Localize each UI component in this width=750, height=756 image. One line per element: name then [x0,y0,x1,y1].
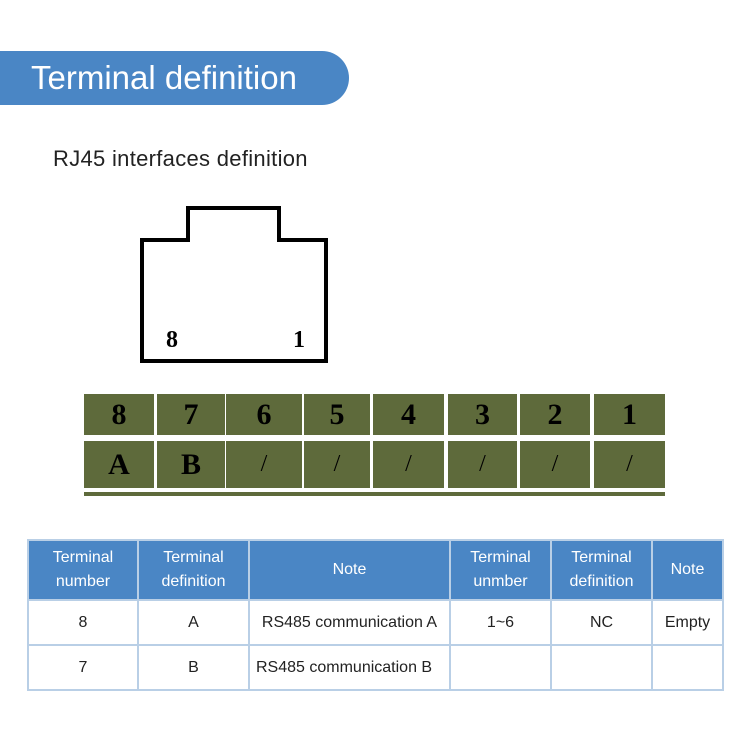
pin-strip-bottom-border [84,492,665,496]
pin-signal-cell: / [373,441,444,488]
section-title: Terminal definition [0,51,349,105]
pin-number-cell: 3 [448,394,517,435]
table-row: 7 B RS485 communication B [27,644,724,691]
table-row: 8 A RS485 communication A 1~6 NC Empty [27,599,724,646]
table-cell [449,644,552,691]
rj45-connector-diagram: 8 1 [140,206,328,363]
table-cell: A [137,599,250,646]
pin-signal-cell: / [226,441,302,488]
connector-pin-1-label: 1 [293,327,305,353]
pin-number-cell: 2 [520,394,590,435]
table-cell: 8 [27,599,139,646]
pin-signal-cell: / [448,441,517,488]
pin-signal-cell: A [84,441,154,488]
table-cell: 1~6 [449,599,552,646]
header-note-2: Note [651,539,724,601]
pin-number-cell: 6 [226,394,302,435]
table-cell: B [137,644,250,691]
pin-signal-cell: / [304,441,370,488]
pin-signal-cell: / [520,441,590,488]
table-cell [651,644,724,691]
header-note: Note [248,539,451,601]
table-cell: 7 [27,644,139,691]
section-subtitle: RJ45 interfaces definition [53,146,308,171]
table-cell: RS485 communication B [248,644,451,691]
pin-number-cell: 8 [84,394,154,435]
pin-number-cell: 7 [157,394,225,435]
pin-number-cell: 4 [373,394,444,435]
pin-number-cell: 1 [594,394,665,435]
connector-pin-8-label: 8 [166,327,178,353]
table-cell [550,644,653,691]
table-cell: Empty [651,599,724,646]
pin-number-cell: 5 [304,394,370,435]
pin-signal-cell: B [157,441,225,488]
table-cell: RS485 communication A [248,599,451,646]
table-cell: NC [550,599,653,646]
pin-signal-cell: / [594,441,665,488]
